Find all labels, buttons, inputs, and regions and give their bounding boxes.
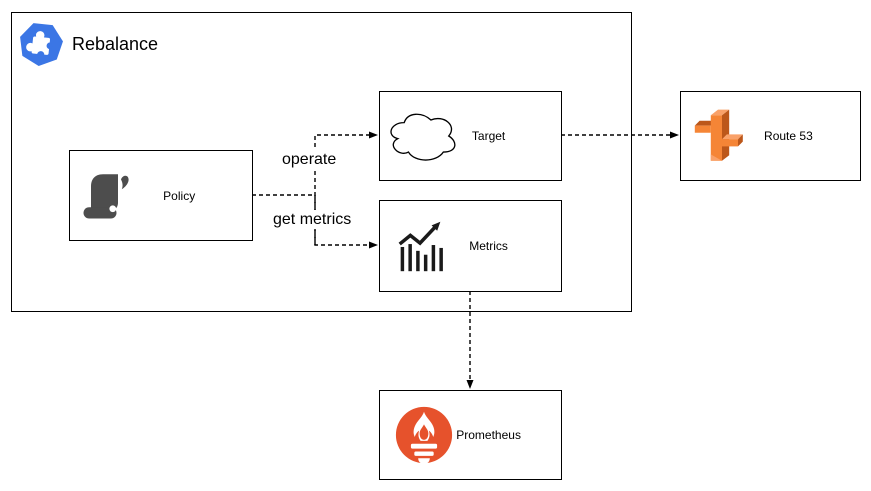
node-route53[interactable]: Route 53 [680, 91, 861, 181]
cloud-icon-svg [390, 113, 456, 161]
node-route53-label: Route 53 [764, 129, 813, 143]
node-metrics-label: Metrics [469, 239, 508, 253]
kubernetes-puzzle-icon-svg [20, 23, 63, 67]
rebalance-container[interactable]: Rebalance [11, 12, 632, 312]
prometheus-torch-icon-svg [395, 406, 453, 465]
node-target[interactable]: Target [379, 91, 562, 181]
edge-target-route53[interactable] [561, 131, 679, 139]
bar-chart-icon-svg [398, 221, 443, 272]
route53-signpost-icon-svg [694, 109, 743, 161]
kubernetes-puzzle-icon [18, 21, 64, 67]
edge-label-operate: operate [280, 150, 339, 169]
node-prometheus[interactable]: Prometheus [379, 390, 562, 480]
node-policy-label: Policy [163, 188, 196, 203]
rebalance-header: Rebalance [18, 21, 158, 67]
scroll-icon [82, 167, 130, 225]
route53-signpost-icon [691, 104, 745, 168]
cloud-icon [384, 108, 460, 165]
edge-label-get-metrics: get metrics [271, 210, 354, 229]
edge-policy-target[interactable] [252, 131, 378, 246]
bar-chart-icon [391, 215, 451, 277]
node-prometheus-label: Prometheus [456, 428, 521, 442]
group-title: Rebalance [72, 34, 159, 54]
node-policy[interactable]: Policy [69, 150, 253, 241]
prometheus-torch-icon [393, 404, 455, 466]
edge-metrics-prometheus[interactable] [466, 291, 474, 389]
node-target-label: Target [471, 129, 506, 143]
node-metrics[interactable]: Metrics [379, 200, 562, 292]
scroll-icon-svg [83, 173, 129, 218]
